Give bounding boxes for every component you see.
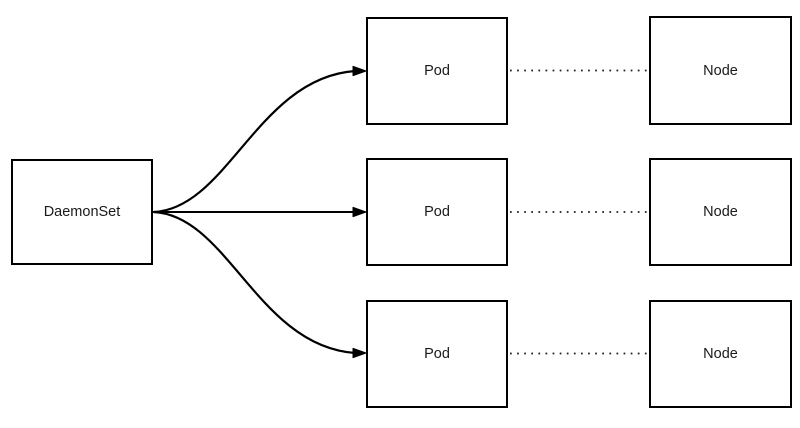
arrow-daemonset-to-pod-1	[152, 69, 357, 214]
node-label: Node	[703, 204, 738, 220]
pod-box-2: Pod	[366, 158, 508, 266]
daemonset-label: DaemonSet	[43, 204, 121, 220]
node-box-2: Node	[649, 158, 792, 266]
arrowhead-pod-2-icon	[352, 206, 367, 218]
arrowhead-pod-1-icon	[352, 65, 367, 77]
node-label: Node	[703, 346, 738, 362]
node-label: Node	[703, 62, 738, 79]
pod-label: Pod	[424, 204, 450, 220]
node-box-3: Node	[649, 300, 792, 408]
arrow-daemonset-to-pod-3	[152, 210, 357, 355]
arrowhead-pod-3-icon	[352, 347, 367, 359]
pod-label: Pod	[424, 346, 450, 362]
node-box-1: Node	[649, 16, 792, 125]
pod-box-1: Pod	[366, 17, 508, 125]
pod-box-3: Pod	[366, 300, 508, 408]
pod-label: Pod	[424, 63, 450, 79]
daemonset-box: DaemonSet	[11, 159, 153, 265]
